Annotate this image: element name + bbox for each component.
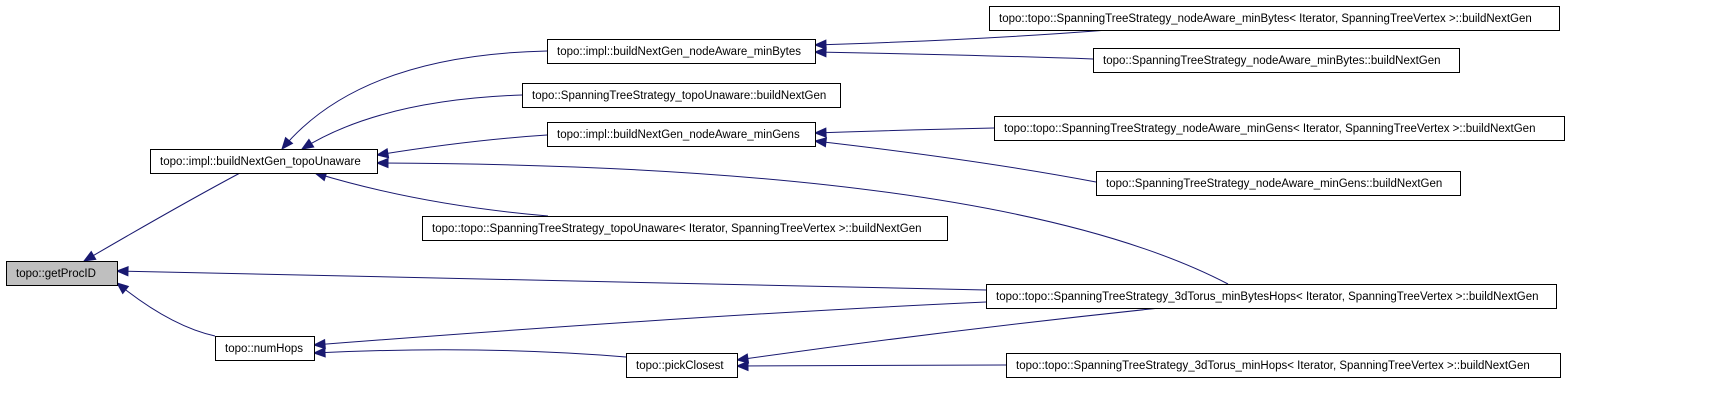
edge-line xyxy=(376,134,548,156)
edge-tsts_3dTorus_minHops-to-pickClosest xyxy=(735,360,1007,372)
arrowhead-icon xyxy=(735,353,750,364)
node-label: topo::SpanningTreeStrategy_nodeAware_min… xyxy=(1103,55,1441,67)
node-box[interactable] xyxy=(6,261,118,286)
edge-line xyxy=(314,172,549,217)
edge-line xyxy=(83,172,241,262)
node-label: topo::topo::SpanningTreeStrategy_topoUna… xyxy=(432,223,922,235)
edge-numHops-to-getProcID xyxy=(115,282,216,337)
node-getProcID[interactable]: topo::getProcID xyxy=(6,261,118,286)
edge-line xyxy=(814,51,1094,60)
edge-tsts_topoUnaware-to-bng_topoUnaware xyxy=(313,171,549,217)
node-box[interactable] xyxy=(547,122,816,147)
node-pickClosest[interactable]: topo::pickClosest xyxy=(626,353,738,378)
edge-tsts_3dTorus_minBytesHops-to-numHops xyxy=(312,301,987,350)
edge-tsts_3dTorus_minBytesHops-to-getProcID xyxy=(115,266,987,291)
arrowhead-icon xyxy=(375,157,389,169)
node-label: topo::numHops xyxy=(225,343,303,355)
arrowhead-icon xyxy=(813,46,827,58)
edge-bng_minGens-to-bng_topoUnaware xyxy=(375,134,548,159)
edge-line xyxy=(313,349,627,358)
edge-bng_minBytes-to-bng_topoUnaware xyxy=(281,50,548,151)
node-label: topo::SpanningTreeStrategy_topoUnaware::… xyxy=(532,90,826,102)
edge-line xyxy=(814,29,1109,46)
node-tsts_topoUnaware[interactable]: topo::topo::SpanningTreeStrategy_topoUna… xyxy=(422,216,948,241)
node-label: topo::topo::SpanningTreeStrategy_3dTorus… xyxy=(996,291,1539,303)
node-tsts_minGens[interactable]: topo::topo::SpanningTreeStrategy_nodeAwa… xyxy=(994,116,1565,141)
node-bng_topoUnaware[interactable]: topo::impl::buildNextGen_topoUnaware xyxy=(150,149,378,174)
arrowhead-icon xyxy=(300,138,315,150)
node-box[interactable] xyxy=(1006,353,1561,378)
edge-tsts_minBytes-to-bng_minBytes xyxy=(813,29,1109,50)
edge-line xyxy=(736,364,1007,367)
node-label: topo::topo::SpanningTreeStrategy_3dTorus… xyxy=(1016,360,1530,372)
arrowhead-icon xyxy=(312,347,326,358)
node-box[interactable] xyxy=(986,284,1557,309)
arrowhead-icon xyxy=(813,137,828,148)
node-box[interactable] xyxy=(626,353,738,378)
node-sts_topoUnaware[interactable]: topo::SpanningTreeStrategy_topoUnaware::… xyxy=(522,83,841,108)
node-label: topo::impl::buildNextGen_topoUnaware xyxy=(160,156,361,168)
edge-line xyxy=(313,301,987,346)
node-box[interactable] xyxy=(547,39,816,64)
node-tsts_3dTorus_minBytesHops[interactable]: topo::topo::SpanningTreeStrategy_3dTorus… xyxy=(986,284,1557,309)
node-box[interactable] xyxy=(994,116,1565,141)
edge-tsts_3dTorus_minBytesHops-to-bng_topoUnaware xyxy=(375,157,1229,285)
edge-line xyxy=(814,140,1097,183)
arrowhead-icon xyxy=(115,266,129,277)
node-tsts_3dTorus_minHops[interactable]: topo::topo::SpanningTreeStrategy_3dTorus… xyxy=(1006,353,1561,378)
edge-line xyxy=(376,162,1229,285)
edge-line xyxy=(736,307,1161,361)
node-label: topo::SpanningTreeStrategy_nodeAware_min… xyxy=(1106,178,1442,190)
node-sts_minBytes[interactable]: topo::SpanningTreeStrategy_nodeAware_min… xyxy=(1093,48,1460,73)
edge-tsts_3dTorus_minBytesHops-to-pickClosest xyxy=(735,307,1161,364)
node-box[interactable] xyxy=(522,83,841,108)
node-box[interactable] xyxy=(215,336,315,361)
nodes-layer: topo::getProcID topo::impl::buildNextGen_… xyxy=(6,6,1565,378)
arrowhead-icon xyxy=(813,39,827,50)
node-label: topo::impl::buildNextGen_nodeAware_minBy… xyxy=(557,46,801,58)
arrowhead-icon xyxy=(813,127,827,138)
node-label: topo::getProcID xyxy=(16,268,96,280)
arrowhead-icon xyxy=(281,136,294,151)
edge-line xyxy=(116,282,216,337)
edge-pickClosest-to-numHops xyxy=(312,347,627,358)
edge-sts_topoUnaware-to-bng_topoUnaware xyxy=(300,94,523,150)
node-label: topo::pickClosest xyxy=(636,360,724,372)
node-bng_minGens[interactable]: topo::impl::buildNextGen_nodeAware_minGe… xyxy=(547,122,816,147)
node-bng_minBytes[interactable]: topo::impl::buildNextGen_nodeAware_minBy… xyxy=(547,39,816,64)
edge-tsts_minGens-to-bng_minGens xyxy=(813,127,995,138)
edge-line xyxy=(814,127,995,134)
arrowhead-icon xyxy=(375,147,390,159)
edge-line xyxy=(116,270,987,291)
arrowhead-icon xyxy=(735,360,749,372)
node-box[interactable] xyxy=(1096,171,1461,196)
node-label: topo::impl::buildNextGen_nodeAware_minGe… xyxy=(557,129,800,141)
edge-sts_minBytes-to-bng_minBytes xyxy=(813,46,1094,60)
edges-layer xyxy=(82,29,1229,372)
arrowhead-icon xyxy=(312,338,326,350)
node-numHops[interactable]: topo::numHops xyxy=(215,336,315,361)
node-box[interactable] xyxy=(422,216,948,241)
node-sts_minGens[interactable]: topo::SpanningTreeStrategy_nodeAware_min… xyxy=(1096,171,1461,196)
edge-line xyxy=(281,50,548,150)
arrowhead-icon xyxy=(82,250,97,262)
arrowhead-icon xyxy=(115,282,130,295)
node-box[interactable] xyxy=(1093,48,1460,73)
node-box[interactable] xyxy=(150,149,378,174)
node-box[interactable] xyxy=(989,6,1560,31)
node-label: topo::topo::SpanningTreeStrategy_nodeAwa… xyxy=(999,13,1532,25)
edge-sts_minGens-to-bng_minGens xyxy=(813,137,1097,183)
edge-line xyxy=(301,94,523,150)
edge-bng_topoUnaware-to-getProcID xyxy=(82,172,241,262)
node-label: topo::topo::SpanningTreeStrategy_nodeAwa… xyxy=(1004,123,1535,135)
node-tsts_minBytes[interactable]: topo::topo::SpanningTreeStrategy_nodeAwa… xyxy=(989,6,1560,31)
